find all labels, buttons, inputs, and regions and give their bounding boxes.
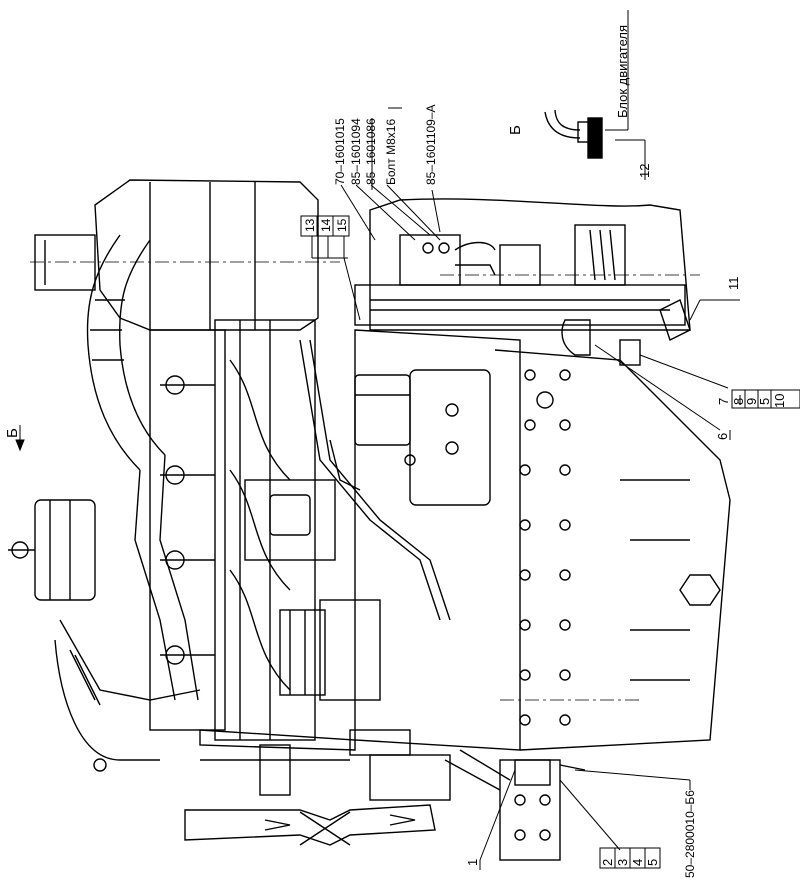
label-7: 7 (716, 398, 731, 405)
label-5-bottom: 5 (645, 859, 660, 866)
label-2: 2 (600, 859, 615, 866)
label-boxes (300, 215, 800, 869)
injectors (149, 329, 226, 731)
label-engine-block: Блок двигателя (615, 25, 630, 118)
label-13: 13 (303, 218, 317, 232)
label-5-right: 5 (757, 398, 772, 405)
support-bracket (561, 299, 691, 366)
label-9: 9 (744, 398, 759, 405)
engine-block (354, 329, 731, 751)
fan-assembly (184, 729, 511, 846)
center-lines (30, 261, 700, 701)
intake-pipe (86, 234, 199, 701)
label-85-1601094: 85–1601094 (349, 118, 363, 185)
label-10: 10 (772, 394, 787, 408)
label-6: 6 (715, 433, 730, 440)
belt-tensioner (54, 619, 201, 772)
clutch-section (354, 198, 691, 331)
cylinder-head (214, 319, 316, 741)
label-4: 4 (630, 859, 645, 866)
label-view-b-side: Б (4, 428, 21, 438)
label-50-2800010-b6: 50–2800010–Б6 (683, 790, 697, 878)
label-3: 3 (615, 859, 630, 866)
label-bolt-m8x16: Болт М8х16 (384, 119, 398, 185)
label-15: 15 (335, 218, 349, 232)
text-labels: Б Б Блок двигателя 70–1601015 85–1601094… (4, 25, 787, 878)
air-filter (34, 179, 319, 331)
detail-hose (544, 109, 603, 159)
label-8: 8 (731, 398, 746, 405)
water-pump-bracket (499, 759, 586, 861)
label-12: 12 (637, 164, 652, 178)
fuel-filter (354, 369, 491, 506)
lower-housing (199, 729, 356, 761)
fuel-pump (244, 339, 451, 701)
label-14: 14 (319, 218, 333, 232)
leader-lines (15, 10, 741, 870)
label-1: 1 (465, 859, 480, 866)
engine-drawing (8, 109, 731, 861)
label-11: 11 (726, 277, 741, 291)
label-view-b-top: Б (507, 125, 524, 135)
front-pulley (8, 499, 96, 601)
label-85-1601086: 85–1601086 (364, 118, 378, 185)
label-85-1601109-a: 85–1601109–А (424, 104, 438, 185)
label-70-1601015: 70–1601015 (333, 118, 347, 185)
